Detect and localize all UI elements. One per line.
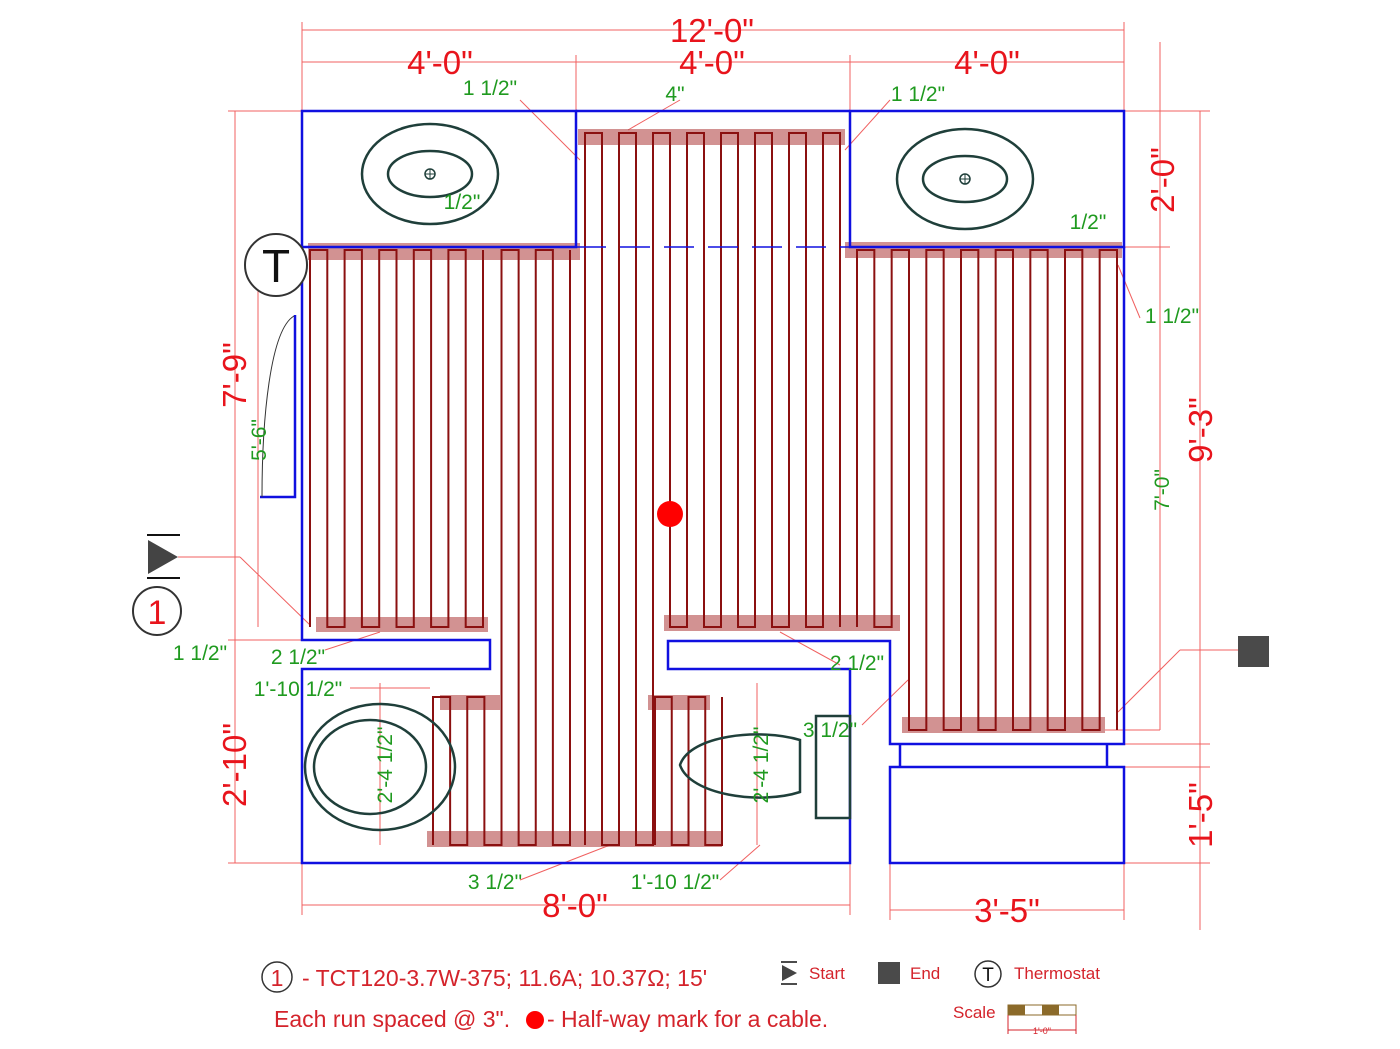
legend-cable-number: 1 [271,965,284,991]
cable-run-group [584,132,841,846]
offset-top-right: 1 1/2" [891,83,945,106]
dim-overall-width: 12'-0" [670,12,754,49]
dim-bottom-right-width: 3'-5" [974,892,1040,929]
start-icon [147,534,180,579]
offset-shower: 5'-6" [248,419,271,461]
offset-right-toilet-gap: 3 1/2" [803,719,857,742]
cable-run-group [432,249,571,846]
cable-number-marker: 1 [132,586,182,636]
scale-label: Scale [953,1003,996,1022]
offset-left-toilet-run: 2'-4 1/2" [374,727,397,804]
offset-right-notch: 2 1/2" [830,652,884,675]
halfway-mark-icon [657,501,683,527]
legend: 1 - TCT120-3.7W-375; 11.6A; 10.37Ω; 15' … [261,960,1100,1036]
thermostat-symbol: T [244,233,308,297]
offset-top-middle: 4" [665,83,684,106]
offset-bottom-right: 1'-10 1/2" [631,871,720,894]
legend-thermostat-symbol: T [982,965,994,986]
legend-halfway-note: - Half-way mark for a cable. [547,1006,828,1032]
offset-top-left: 1 1/2" [463,77,517,100]
sink-left [360,122,500,226]
offset-left-notch: 2 1/2" [271,646,325,669]
dim-segment-right: 4'-0" [954,44,1020,81]
room-walls [260,109,1126,865]
thermostat-letter: T [262,240,290,292]
legend-thermostat-icon [974,960,1002,988]
cable-run-group [309,249,484,628]
dim-left-bottom: 2'-10" [216,723,253,807]
offset-left-toilet: 1'-10 1/2" [254,678,343,701]
toilet-right [678,714,852,820]
cable-run-group [856,249,1118,731]
offset-right-run: 7'-0" [1151,469,1174,511]
dim-right-overall: 9'-3" [1182,397,1219,463]
legend-end-label: End [910,964,940,983]
legend-spacing-note: Each run spaced @ 3". [274,1006,510,1032]
legend-cable-spec: - TCT120-3.7W-375; 11.6A; 10.37Ω; 15' [302,965,707,991]
dim-right-bottom: 1'-5" [1182,782,1219,848]
legend-end-icon [878,962,900,984]
shower-door-swing [261,315,295,498]
sink-right [895,127,1035,231]
legend-halfway-icon [526,1011,544,1029]
heating-cable [309,132,1118,846]
dim-segment-middle: 4'-0" [679,44,745,81]
dim-segment-left: 4'-0" [407,44,473,81]
offset-vanity-right: 1/2" [1070,211,1107,234]
legend-thermostat-label: Thermostat [1014,964,1100,983]
offset-bottom-left: 3 1/2" [468,871,522,894]
offset-vanity-left: 1/2" [444,191,481,214]
dimension-labels: 12'-0" 4'-0" 4'-0" 4'-0" 2'-0" 9'-3" 7'-… [216,12,1219,929]
toilet-left [303,702,457,832]
offset-left-edge-bottom: 1 1/2" [173,642,227,665]
dimension-lines [178,22,1238,930]
offset-right-toilet-run: 2'-4 1/2" [750,727,773,804]
cable-run-group [654,696,723,846]
legend-start-icon [782,965,797,981]
cable-number: 1 [148,594,167,632]
end-icon [1238,636,1269,667]
legend-start-label: Start [809,964,845,983]
dim-right-top: 2'-0" [1144,147,1181,213]
dim-left-height: 7'-9" [216,342,253,408]
offset-right-edge: 1 1/2" [1145,305,1199,328]
scale-bar: 1'-0" [1007,1004,1077,1036]
offset-labels: 1 1/2" 4" 1 1/2" 1/2" 1/2" 1 1/2" 5'-6" … [173,77,1199,894]
dim-bottom-width: 8'-0" [542,887,608,924]
scale-value: 1'-0" [1033,1026,1051,1036]
